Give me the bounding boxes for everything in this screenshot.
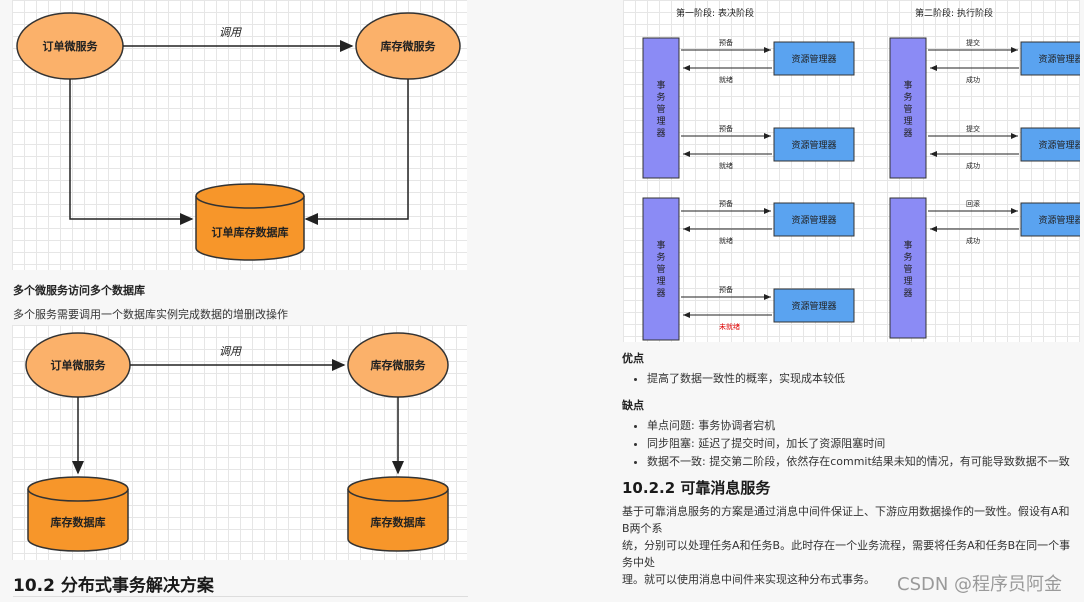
cons-heading: 缺点 [622, 399, 644, 412]
svg-text:事务管理器: 事务管理器 [656, 79, 665, 139]
inventory-db-right: 库存数据库 [347, 476, 449, 552]
multi-db-text: 多个服务需要调用一个数据库实例完成数据的增删改操作 [13, 308, 288, 321]
multi-db-heading: 多个微服务访问多个数据库 [13, 284, 145, 297]
svg-text:预备: 预备 [719, 124, 733, 133]
svg-text:事务管理器: 事务管理器 [656, 239, 665, 299]
inventory-db-left: 库存数据库 [27, 476, 129, 552]
svg-text:预备: 预备 [719, 199, 733, 208]
cons-list: 单点问题: 事务协调者宕机 同步阻塞: 延迟了提交时间，加长了资源阻塞时间 数据… [621, 419, 1070, 473]
not-ready-label: 未就绪 [719, 322, 740, 331]
svg-text:资源管理器: 资源管理器 [1038, 139, 1080, 151]
svg-text:成功: 成功 [966, 161, 980, 170]
svg-text:就绪: 就绪 [719, 236, 733, 245]
shared-database-node: 订单库存数据库 [195, 183, 305, 261]
cons-item: 单点问题: 事务协调者宕机 [647, 419, 1070, 433]
two-phase-commit-diagram: 第一阶段: 表决阶段 第二阶段: 执行阶段 事务管理器 事务管理器 事 [623, 0, 1080, 342]
pros-heading: 优点 [622, 352, 644, 365]
rm-box [773, 127, 855, 162]
inventory-service-label: 库存微服务 [381, 39, 437, 53]
svg-text:资源管理器: 资源管理器 [1038, 214, 1080, 226]
cons-item: 数据不一致: 提交第二阶段，依然存在commit结果未知的情况，有可能导致数据不… [647, 455, 1070, 469]
call-label-2: 调用 [219, 345, 242, 358]
svg-text:预备: 预备 [719, 38, 733, 47]
svg-text:就绪: 就绪 [719, 161, 733, 170]
phase1-title: 第一阶段: 表决阶段 [676, 7, 754, 19]
order-service-label-2: 订单微服务 [51, 358, 107, 372]
reliable-message-paragraph: 基于可靠消息服务的方案是通过消息中间件保证上、下游应用数据操作的一致性。假设有A… [622, 503, 1077, 588]
inventory-to-db-arrow [304, 79, 409, 225]
svg-text:提交: 提交 [966, 38, 980, 47]
svg-text:资源管理器: 资源管理器 [1038, 53, 1080, 65]
rm-box [773, 288, 855, 323]
pros-item: 提高了数据一致性的概率，实现成本较低 [647, 372, 845, 386]
svg-text:提交: 提交 [966, 124, 980, 133]
paragraph-line: 统，分别可以处理任务A和任务B。此时存在一个业务流程，需要将任务A和任务B在同一… [622, 539, 1071, 569]
svg-text:资源管理器: 资源管理器 [791, 53, 836, 65]
rm-box [773, 202, 855, 237]
rm-box [1020, 127, 1080, 162]
tm-phase1-failure: 事务管理器 [642, 197, 680, 341]
svg-text:成功: 成功 [966, 75, 980, 84]
tm-phase1-success: 事务管理器 [642, 37, 680, 179]
svg-text:资源管理器: 资源管理器 [791, 300, 836, 312]
paragraph-line: 理。就可以使用消息中间件来实现这种分布式事务。 [622, 573, 875, 586]
svg-text:成功: 成功 [966, 236, 980, 245]
tm-phase2-rollback: 事务管理器 [889, 197, 927, 339]
section-10-2-heading: 10.2 分布式事务解决方案 [13, 576, 214, 596]
inventory-service-label-2: 库存微服务 [371, 358, 427, 372]
svg-text:预备: 预备 [719, 285, 733, 294]
cons-item: 同步阻塞: 延迟了提交时间，加长了资源阻塞时间 [647, 437, 1070, 451]
svg-text:资源管理器: 资源管理器 [791, 139, 836, 151]
shared-database-label: 订单库存数据库 [212, 225, 289, 239]
inventory-db-left-label: 库存数据库 [51, 515, 106, 529]
order-to-db-arrow [69, 79, 194, 225]
rm-box [1020, 202, 1080, 237]
rm-box [1020, 41, 1080, 76]
svg-text:事务管理器: 事务管理器 [903, 79, 912, 139]
svg-text:回滚: 回滚 [966, 199, 980, 208]
rm-box [773, 41, 855, 76]
diagram-separate-dbs: 订单微服务 库存微服务 调用 库存数据库 库存数据库 [12, 325, 467, 560]
order-service-label: 订单微服务 [43, 39, 99, 53]
left-page: 订单微服务 库存微服务 调用 订单库存数据库 多个微服务访问多个数据库 多个服务… [12, 0, 468, 597]
csdn-watermark: CSDN @程序员阿金 [897, 574, 1063, 595]
tm-phase2-commit: 事务管理器 [889, 37, 927, 179]
diagram-shared-db: 订单微服务 库存微服务 调用 订单库存数据库 [12, 0, 467, 270]
svg-text:事务管理器: 事务管理器 [903, 239, 912, 299]
svg-text:就绪: 就绪 [719, 75, 733, 84]
section-10-2-2-heading: 10.2.2 可靠消息服务 [622, 479, 771, 497]
call-label: 调用 [219, 26, 242, 39]
heading-divider [13, 596, 468, 597]
right-page: 第一阶段: 表决阶段 第二阶段: 执行阶段 事务管理器 事务管理器 事 [545, 0, 1084, 602]
pros-list: 提高了数据一致性的概率，实现成本较低 [621, 372, 845, 390]
paragraph-line: 基于可靠消息服务的方案是通过消息中间件保证上、下游应用数据操作的一致性。假设有A… [622, 505, 1070, 535]
svg-text:资源管理器: 资源管理器 [791, 214, 836, 226]
phase2-title: 第二阶段: 执行阶段 [915, 7, 993, 19]
inventory-db-right-label: 库存数据库 [371, 515, 426, 529]
